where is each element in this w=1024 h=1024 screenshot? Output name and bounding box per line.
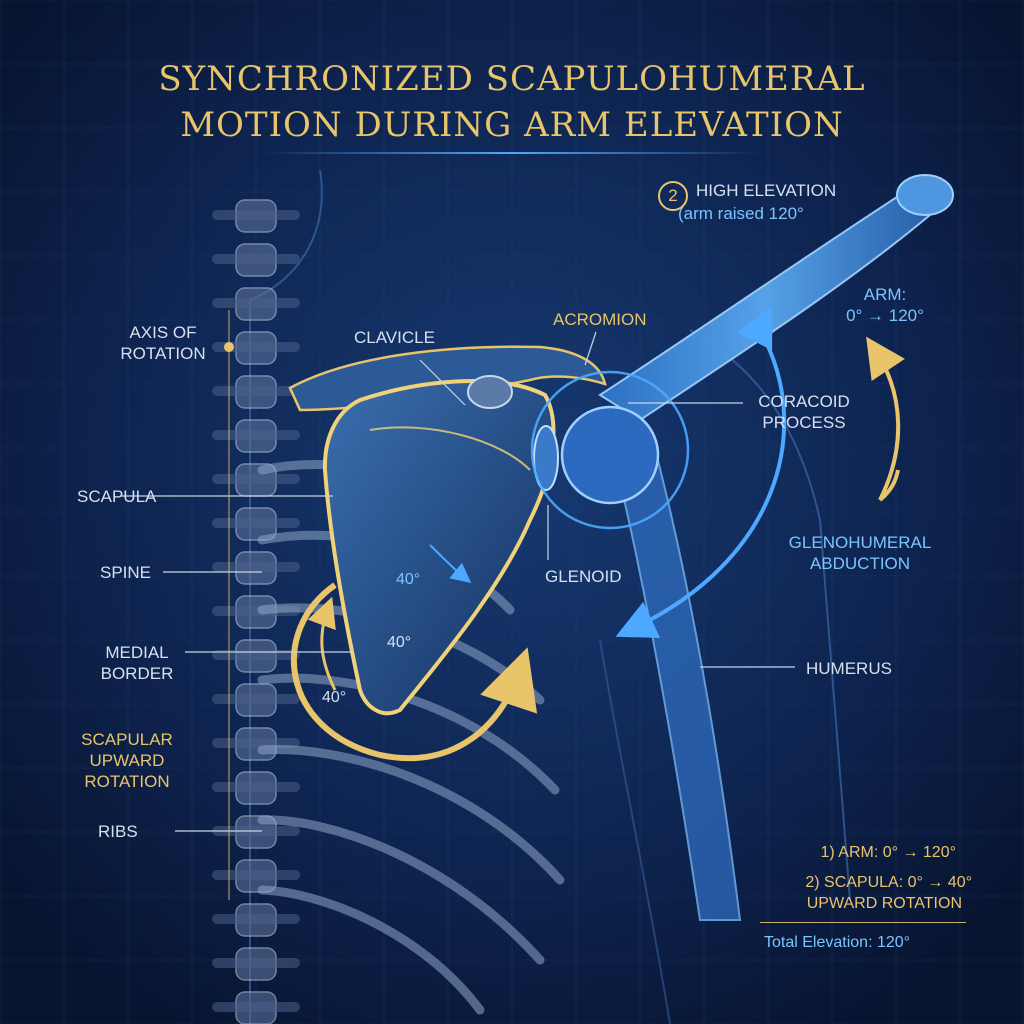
leader-lines xyxy=(120,331,795,832)
rotation-arrows xyxy=(290,305,905,762)
rotation-axis-dot xyxy=(224,342,234,352)
label-humerus: HUMERUS xyxy=(806,659,892,678)
vertebral-process xyxy=(212,562,300,572)
vertebral-process xyxy=(212,210,300,220)
lower-humerus-ghost xyxy=(608,428,742,921)
scapular-rotation-arrow xyxy=(290,582,538,762)
arm-range-arrow xyxy=(866,336,905,501)
humeral-head xyxy=(560,405,660,505)
vertebral-process xyxy=(212,386,300,396)
vertebral-process xyxy=(212,914,300,924)
label-axis-of-rotation: AXIS OF ROTATION xyxy=(120,323,206,363)
stage-sublabel: (arm raised 120° xyxy=(678,204,804,223)
label-scapular-upward-rotation: SCAPULAR UPWARD ROTATION xyxy=(81,730,173,791)
glenohumeral-arrow xyxy=(615,339,787,638)
label-coracoid-process: CORACOID PROCESS xyxy=(758,392,850,432)
title-rule xyxy=(262,152,762,154)
legend-item-arm: 1) ARM: 0° → 120° xyxy=(820,844,956,861)
legend-rule xyxy=(760,922,966,923)
label-ribs: RIBS xyxy=(98,822,138,841)
stage-number-badge: 2 xyxy=(658,181,688,211)
legend-item-scapula-rotation: UPWARD ROTATION xyxy=(806,895,962,912)
label-scapula: SCAPULA xyxy=(77,487,157,506)
title-line-2: MOTION DURING ARM ELEVATION xyxy=(180,105,844,145)
spine-column xyxy=(212,199,300,1024)
label-acromion: ACROMION xyxy=(553,310,647,329)
label-glenoid: GLENOID xyxy=(545,567,622,586)
vertebral-process xyxy=(212,518,300,528)
vertebral-process xyxy=(212,474,300,484)
legend-item-scapula: 2) SCAPULA: 0° → 40° xyxy=(805,874,972,891)
acromion-process xyxy=(467,375,513,409)
angle-label-outer: 40° xyxy=(322,689,347,706)
vertebral-process xyxy=(212,1002,300,1012)
diagram-title: SYNCHRONIZED SCAPULOHUMERAL MOTION DURIN… xyxy=(0,56,1024,148)
vertebral-process xyxy=(212,694,300,704)
label-clavicle: CLAVICLE xyxy=(354,328,435,347)
legend-total-elevation: Total Elevation: 120° xyxy=(764,934,911,951)
label-spine: SPINE xyxy=(100,563,152,582)
torso-outline xyxy=(599,639,671,1024)
label-glenohumeral-abduction: GLENOHUMERAL ABDUCTION xyxy=(788,533,932,573)
angle-label-middle: 40° xyxy=(387,634,412,651)
stage-label: HIGH ELEVATION xyxy=(696,181,837,200)
label-arm-range: ARM: 0° → 120° xyxy=(846,285,924,325)
scapula-bone xyxy=(322,379,556,716)
vertebral-process xyxy=(212,870,300,880)
vertebral-process xyxy=(212,342,300,352)
vertebral-process xyxy=(212,782,300,792)
vertebral-process xyxy=(212,430,300,440)
title-line-1: SYNCHRONIZED SCAPULOHUMERAL xyxy=(158,59,866,99)
vertebral-process xyxy=(212,298,300,308)
vertebral-process xyxy=(212,958,300,968)
angle-label-inner: 40° xyxy=(396,571,421,588)
label-medial-border: MEDIAL BORDER xyxy=(100,643,174,683)
glenoid-fossa xyxy=(533,425,559,491)
vertebral-process xyxy=(212,254,300,264)
